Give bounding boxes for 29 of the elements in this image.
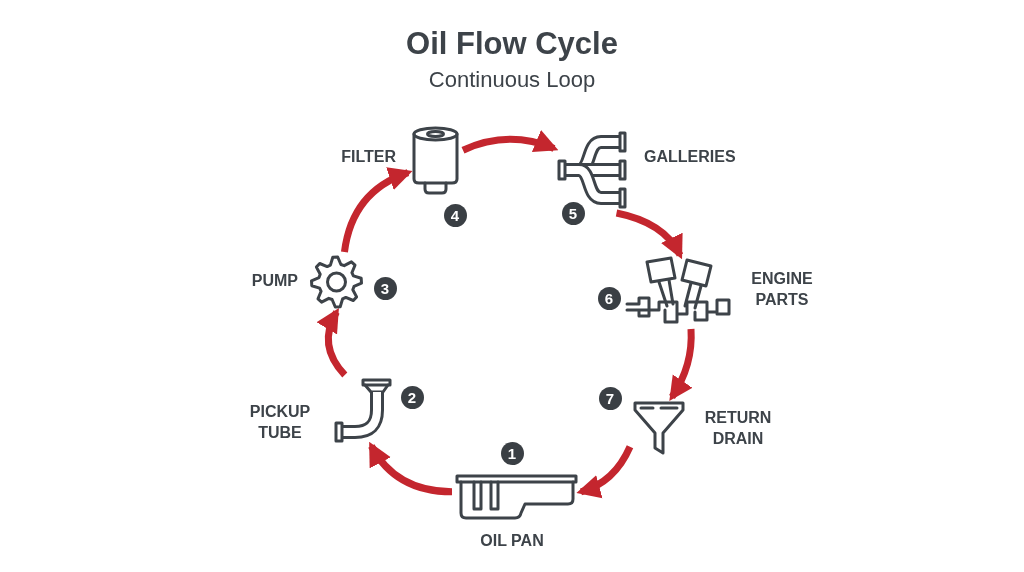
title: Oil Flow Cycle [406,26,618,62]
step-label: FILTER [340,147,396,167]
flow-arrow [317,307,348,378]
step-number: 1 [500,441,524,465]
step-number: 4 [443,203,467,227]
step-number: 7 [598,386,622,410]
gear-icon [310,255,363,309]
flow-arrow [368,441,453,496]
pipe-icon [333,378,392,443]
step-label: PUMP [250,271,298,291]
subtitle: Continuous Loop [428,67,596,93]
filter-icon [411,125,460,195]
step-number: 6 [597,286,621,310]
step-label: OIL PAN [479,531,545,551]
flow-arrow [341,168,413,253]
flow-arrow [576,445,634,498]
flow-arrow [669,328,695,401]
step-number: 3 [373,276,397,300]
step-number: 2 [400,385,424,409]
step-label: PICKUP TUBE [248,402,312,443]
funnel-icon [633,400,685,455]
step-label: ENGINE PARTS [750,269,814,310]
step-label: GALLERIES [644,147,737,167]
step-label: RETURN DRAIN [703,408,773,449]
step-number: 5 [561,201,585,225]
flow-arrow [615,209,684,260]
flow-arrow [461,130,559,154]
pipe-manifold-icon [557,130,627,210]
oil-pan-icon [455,473,578,520]
